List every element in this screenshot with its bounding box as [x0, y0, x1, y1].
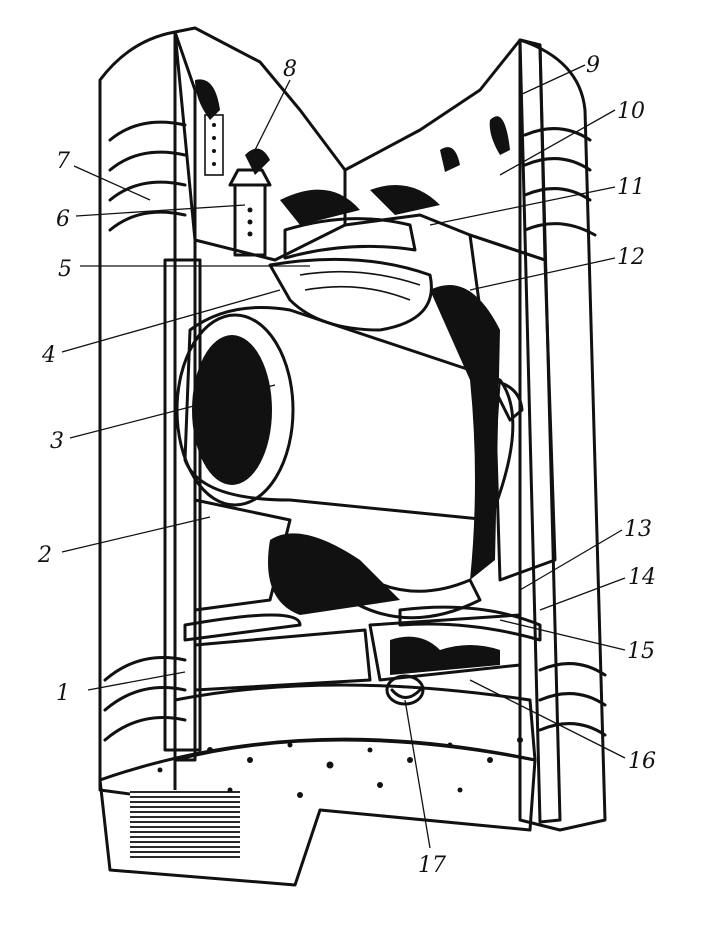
label-9: 9: [586, 53, 600, 78]
label-1: 1: [56, 681, 70, 706]
label-6: 6: [56, 207, 70, 232]
leader-12: [469, 257, 616, 291]
leader-16: [469, 679, 626, 759]
ring-grooves-left: [103, 120, 187, 742]
leader-1: [87, 671, 186, 691]
label-16: 16: [628, 749, 656, 774]
label-14: 14: [628, 565, 656, 590]
label-8: 8: [283, 57, 297, 82]
upper-bushing-ring: [268, 217, 433, 332]
label-12: 12: [617, 245, 645, 270]
leader-17: [404, 699, 431, 849]
leader-8: [254, 79, 291, 151]
label-4: 4: [41, 343, 56, 368]
leader-3: [69, 384, 276, 439]
label-11: 11: [617, 175, 645, 200]
piston-skirt-right: [343, 38, 607, 832]
leader-6: [75, 204, 246, 217]
leader-15: [499, 619, 626, 651]
label-7: 7: [56, 149, 70, 174]
ring-grooves-right: [523, 127, 607, 737]
leader-4: [61, 289, 281, 353]
leader-14: [539, 577, 626, 611]
label-15: 15: [627, 639, 655, 664]
oil-drilling: [204, 114, 224, 176]
base-oil-holes: [157, 737, 523, 798]
label-10: 10: [617, 99, 645, 124]
label-2: 2: [37, 543, 52, 568]
leader-2: [61, 516, 211, 553]
label-17: 17: [418, 853, 446, 878]
leader-13: [519, 529, 623, 591]
part-number-labels: 1 2 3 4 5 6 7 8 9 10 11 12 13 14 15 16 1…: [37, 53, 656, 878]
leader-9: [519, 64, 586, 96]
piston-inner-wall-left: [163, 258, 292, 752]
valve-pin: [228, 168, 272, 257]
leader-11: [429, 186, 616, 226]
lock-clip: [385, 674, 425, 706]
leader-10: [499, 109, 616, 176]
connecting-rod-eye: [333, 378, 524, 620]
piston-base: [98, 683, 537, 887]
label-13: 13: [624, 517, 652, 542]
lower-cradle: [183, 605, 542, 692]
label-5: 5: [58, 257, 72, 282]
leader-lines: [61, 64, 626, 849]
label-3: 3: [50, 429, 64, 454]
leader-7: [73, 165, 151, 201]
gudgeon-pin: [175, 306, 515, 522]
oil-passages: [195, 79, 510, 615]
